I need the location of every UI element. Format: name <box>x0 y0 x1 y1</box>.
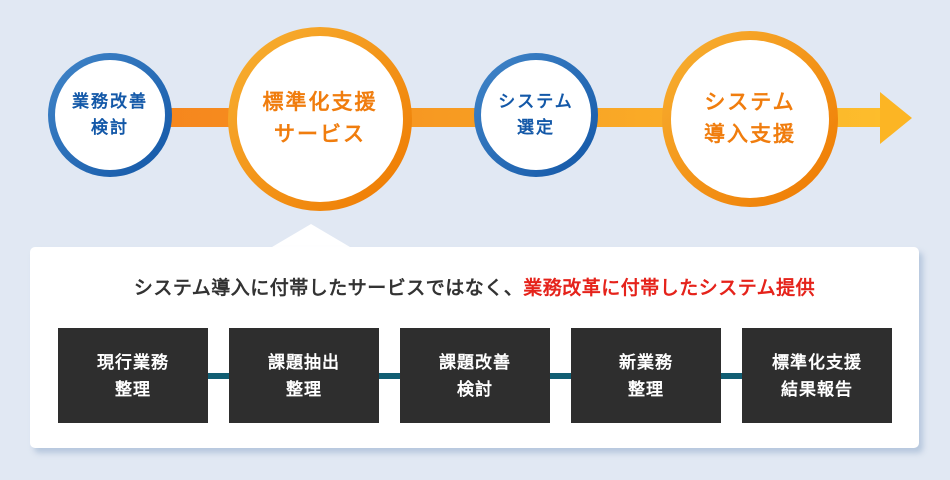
circle-fill <box>481 60 591 170</box>
sub-step-line1: 現行業務 <box>97 352 169 372</box>
sub-step-line1: 新業務 <box>619 352 673 372</box>
step-label-line2: 検討 <box>91 118 129 137</box>
circle-fill <box>671 40 829 198</box>
detail-panel: システム導入に付帯したサービスではなく、業務改革に付帯したシステム提供 現行業務… <box>30 247 919 448</box>
step-connector <box>379 372 400 379</box>
step-circle-gyomu-kaizen-kento: 業務改善 検討 <box>48 53 172 177</box>
sub-step-kadai-kaizen-kento: 課題改善 検討 <box>400 328 550 423</box>
step-connector <box>208 372 229 379</box>
circle-fill <box>237 36 403 202</box>
panel-pointer-triangle <box>272 224 350 247</box>
process-arrow-head-icon <box>880 92 912 144</box>
step-label: システム 選定 <box>474 53 598 177</box>
sub-step-line2: 整理 <box>628 379 664 399</box>
step-label-line2: サービス <box>274 123 366 146</box>
step-label-line2: 選定 <box>517 118 555 137</box>
step-circle-hyojunka-shien-service: 標準化支援 サービス <box>228 27 412 211</box>
sub-step-line2: 結果報告 <box>781 379 853 399</box>
sub-step-line2: 整理 <box>286 379 322 399</box>
step-label: 業務改善 検討 <box>48 53 172 177</box>
sub-step-kadai-chushutsu-seiri: 課題抽出 整理 <box>229 328 379 423</box>
sub-step-hyojunka-shien-kekka-hokoku: 標準化支援 結果報告 <box>742 328 892 423</box>
step-label-line2: 導入支援 <box>704 123 796 146</box>
sub-step-shin-gyomu-seiri: 新業務 整理 <box>571 328 721 423</box>
step-connector <box>721 372 742 379</box>
step-label-line1: システム <box>704 91 796 114</box>
sub-step-genko-gyomu-seiri: 現行業務 整理 <box>58 328 208 423</box>
step-label: システム 導入支援 <box>662 31 838 207</box>
step-label-line1: 業務改善 <box>72 92 148 111</box>
sub-step-row: 現行業務 整理 課題抽出 整理 課題改善 検討 新業務 整理 標準化支援 結果報… <box>58 328 892 423</box>
circle-fill <box>55 60 165 170</box>
headline-highlight-text: 業務改革に付帯したシステム提供 <box>523 278 816 299</box>
sub-step-line1: 課題抽出 <box>268 352 340 372</box>
headline-normal-text: システム導入に付帯したサービスではなく、 <box>133 278 524 299</box>
sub-step-line1: 課題改善 <box>439 352 511 372</box>
step-circle-system-sentei: システム 選定 <box>474 53 598 177</box>
step-connector <box>550 372 571 379</box>
step-label-line1: 標準化支援 <box>262 91 378 114</box>
step-circle-system-donyu-shien: システム 導入支援 <box>662 31 838 207</box>
step-label: 標準化支援 サービス <box>228 27 412 211</box>
step-label-line1: システム <box>498 92 574 111</box>
sub-step-line1: 標準化支援 <box>772 352 862 372</box>
panel-headline: システム導入に付帯したサービスではなく、業務改革に付帯したシステム提供 <box>30 273 919 300</box>
sub-step-line2: 検討 <box>457 379 493 399</box>
sub-step-line2: 整理 <box>115 379 151 399</box>
